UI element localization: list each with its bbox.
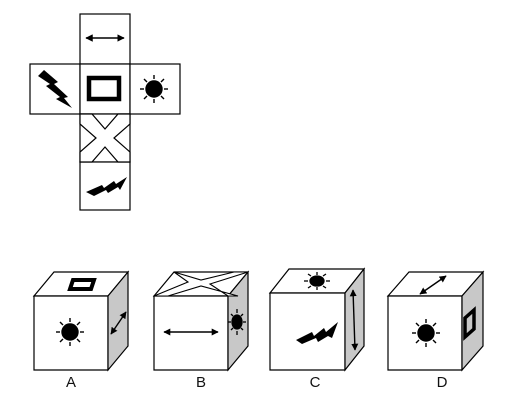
option-a-label[interactable]: A (65, 374, 76, 391)
double-arrow-icon (349, 289, 359, 351)
hollow-rectangle-icon (67, 278, 97, 291)
hollow-rectangle-icon (463, 306, 476, 341)
sun-icon (56, 318, 84, 346)
x-cross-icon (79, 113, 131, 163)
sun-icon (304, 272, 330, 290)
sun-icon (228, 309, 246, 335)
net-face-top (79, 13, 131, 65)
option-d-label[interactable]: D (436, 374, 448, 391)
x-cross-icon (153, 271, 249, 297)
zigzag-bolt-icon (86, 177, 127, 196)
option-c-label[interactable]: C (309, 374, 321, 391)
option-a-cube[interactable] (32, 270, 130, 372)
double-arrow-icon (419, 275, 447, 295)
cube-front-face (153, 295, 229, 371)
hollow-rectangle-icon (86, 75, 122, 102)
option-c-cube[interactable] (268, 267, 366, 372)
lightning-bolt-icon (38, 70, 72, 108)
sun-icon (412, 319, 440, 347)
sun-icon (140, 75, 168, 103)
zigzag-bolt-icon (296, 322, 338, 344)
option-d-cube[interactable] (386, 270, 485, 372)
cube-net (29, 13, 181, 211)
net-face-bottom (79, 161, 131, 211)
option-b-label[interactable]: B (195, 374, 206, 391)
double-arrow-icon (110, 311, 127, 335)
option-b-cube[interactable] (152, 270, 250, 372)
